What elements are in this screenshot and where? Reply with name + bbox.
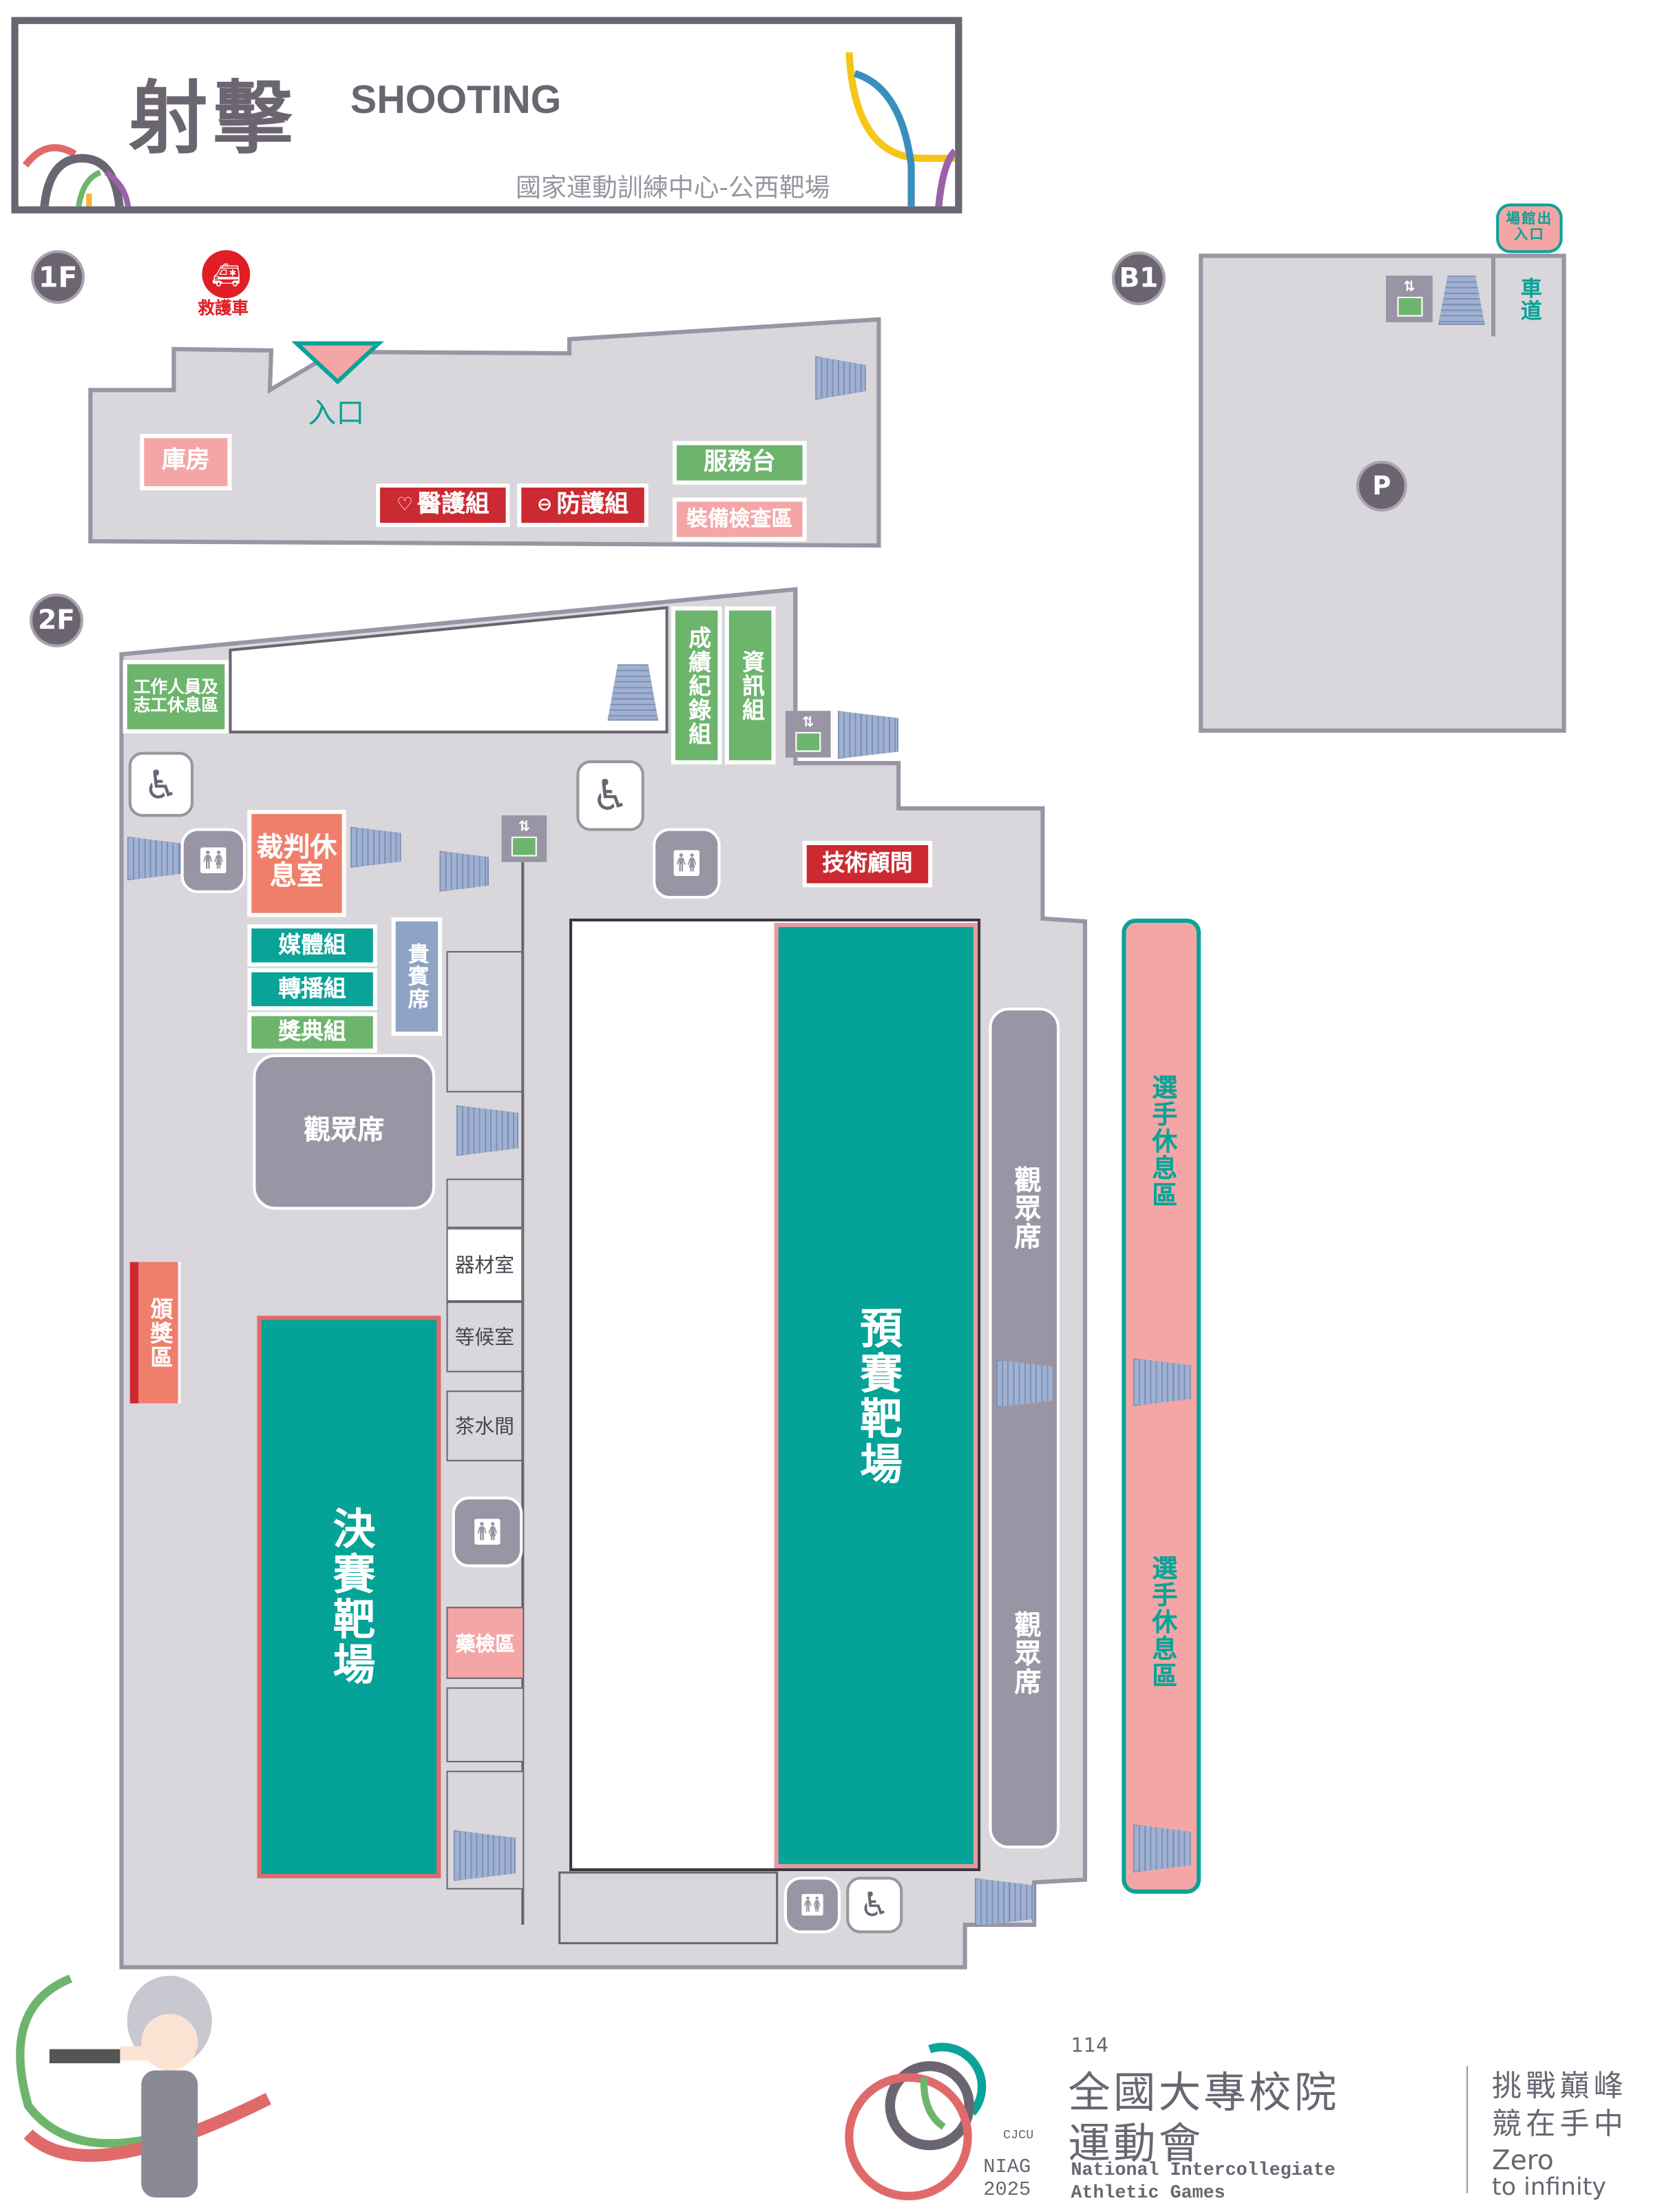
stairs-icon — [127, 836, 181, 881]
room-service-desk: 服務台 — [672, 441, 807, 485]
floor-badge-b1: B1 — [1112, 251, 1166, 306]
venue-entrance-badge: 場館出入口 — [1496, 203, 1563, 253]
spectator-label-lower: 觀眾席 — [1010, 1611, 1042, 1696]
stairs-icon — [996, 1359, 1054, 1408]
room-medical: ♡醫護組 — [375, 483, 510, 528]
room-empty — [446, 951, 523, 1093]
decorative-arcs — [22, 52, 956, 207]
edition-number: 114 — [1071, 2035, 1109, 2058]
room-tea: 茶水間 — [446, 1390, 523, 1461]
entrance-arrow — [291, 341, 384, 385]
stairs-icon — [439, 851, 489, 892]
stairs-icon — [350, 826, 401, 868]
restroom-icon: 🚻︎ — [653, 828, 721, 899]
wheelchair-icon: ♿ — [128, 751, 194, 817]
room-vip-seats: 貴賓席 — [391, 917, 443, 1036]
floor-badge-2f: 2F — [30, 593, 84, 647]
room-equipment: 器材室 — [446, 1228, 523, 1302]
entrance-label: 入口 — [308, 395, 365, 430]
athlete-rest-area — [1122, 918, 1201, 1894]
room-results: 成績紀錄組 — [671, 606, 722, 765]
spectator-label-upper: 觀眾席 — [1010, 1165, 1042, 1251]
elevator-icon: ⇅ — [785, 711, 831, 758]
restroom-icon: 🚻︎ — [180, 828, 246, 893]
room-waiting: 等候室 — [446, 1301, 523, 1373]
room-referee-rest: 裁判休息室 — [247, 809, 346, 917]
spectator-seats-left: 觀眾席 — [253, 1054, 436, 1210]
host-label: CJCU — [1002, 2128, 1034, 2142]
venue-name: 國家運動訓練中心-公西靶場 — [516, 174, 830, 204]
room-info: 資訊組 — [724, 606, 776, 765]
parking-icon: P — [1356, 460, 1407, 512]
restroom-icon: 🚻︎ — [452, 1496, 523, 1567]
athlete-rest-label-1: 選手休息區 — [1148, 1073, 1178, 1208]
year-label: 2025 — [983, 2179, 1031, 2202]
slogan-en-2: to infinity — [1492, 2173, 1607, 2202]
room-awards-team: 獎典組 — [247, 1012, 377, 1053]
room-empty — [446, 1178, 523, 1229]
room-doping: 藥檢區 — [446, 1607, 525, 1679]
room-broadcast: 轉播組 — [247, 968, 377, 1011]
niag-ring-logo — [845, 2043, 987, 2201]
niag-label: NIAG — [983, 2156, 1031, 2180]
wheelchair-icon: ♿ — [576, 760, 644, 831]
upper-corridor — [229, 606, 668, 734]
elevator-icon: ⇅ — [1386, 275, 1433, 322]
sport-title-zh: 射擊 — [128, 73, 298, 166]
games-name-zh-1: 全國大專校院 — [1068, 2069, 1340, 2119]
slogan-zh-2: 競在手中 — [1492, 2107, 1628, 2141]
elevator-icon: ⇅ — [501, 815, 547, 862]
room-protection: ⊖防護組 — [517, 483, 649, 528]
room-tech-advisor: 技術顧問 — [802, 840, 933, 888]
floor-badge-1f: 1F — [31, 250, 85, 304]
footer-divider — [1466, 2066, 1468, 2193]
sport-title-en: SHOOTING — [350, 77, 562, 122]
games-name-zh-2: 運動會 — [1068, 2120, 1204, 2169]
header-banner: 射擊 SHOOTING 國家運動訓練中心-公西靶場 — [11, 17, 962, 213]
room-storage: 庫房 — [140, 433, 232, 491]
games-name-en-2: Athletic Games — [1071, 2182, 1225, 2204]
room-equipment-check: 裝備檢查區 — [672, 497, 807, 541]
spectator-seats-right — [989, 1008, 1060, 1849]
qualification-range: 預賽靶場 — [774, 923, 978, 1868]
ambulance-label: 救護車 — [198, 298, 249, 318]
room-media: 媒體組 — [247, 924, 377, 967]
wheelchair-icon: ♿ — [846, 1877, 903, 1934]
stairs-icon — [974, 1878, 1036, 1927]
stairs-icon — [456, 1105, 519, 1156]
room-staff-rest: 工作人員及志工休息區 — [123, 660, 229, 734]
games-name-en-1: National Intercollegiate — [1071, 2159, 1336, 2181]
awards-area: 頒獎區 — [129, 1262, 181, 1404]
heart-icon: ♡ — [396, 494, 413, 516]
driveway-label: 車道 — [1517, 277, 1544, 322]
ambulance-icon: 🚑︎ — [202, 250, 251, 298]
shooter-mascot-illustration — [16, 1974, 272, 2198]
room-empty — [446, 1687, 525, 1762]
slogan-zh-1: 挑戰巔峰 — [1492, 2069, 1628, 2103]
slogan-en-1: Zero — [1492, 2145, 1554, 2177]
final-range: 決賽靶場 — [257, 1315, 441, 1879]
stairs-icon — [1133, 1358, 1191, 1406]
games-logo: CJCU NIAG 2025 114 全國大專校院 運動會 National I… — [845, 2035, 1650, 2204]
athlete-rest-label-2: 選手休息區 — [1148, 1554, 1178, 1689]
bandage-icon: ⊖ — [536, 494, 553, 516]
stairs-icon — [453, 1830, 516, 1881]
stairs-icon — [1133, 1824, 1191, 1873]
stairs-icon — [837, 711, 899, 759]
restroom-icon: 🚻︎ — [783, 1877, 841, 1934]
floor-1f-outline — [88, 317, 881, 548]
